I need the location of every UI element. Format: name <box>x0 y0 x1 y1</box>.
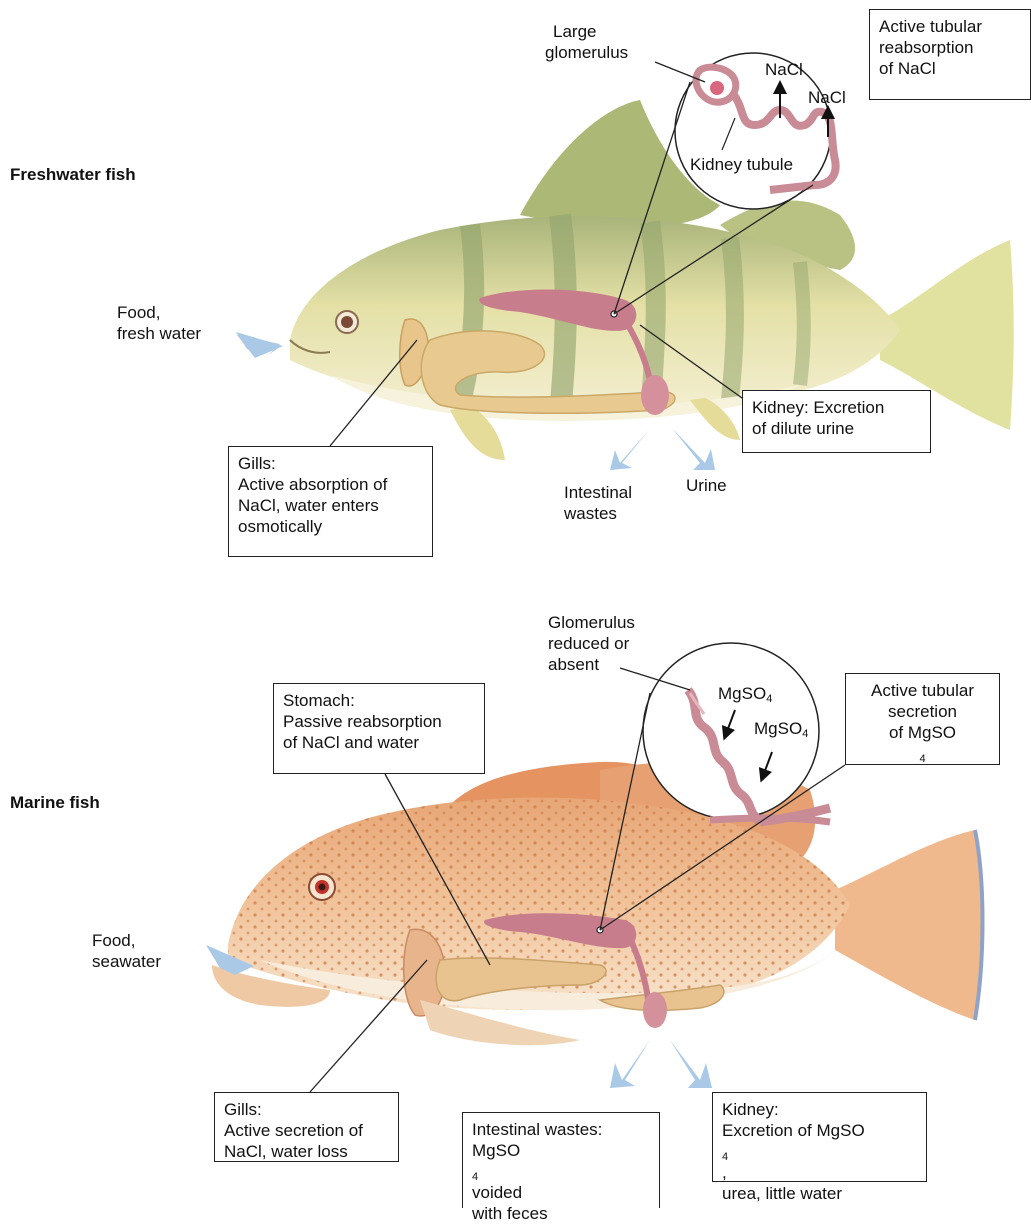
fw-glomerulus-label: Large glomerulus <box>545 21 628 63</box>
m-stomach-box: Stomach: Passive reabsorption of NaCl an… <box>273 683 485 774</box>
fw-int-line-2: wastes <box>564 503 632 524</box>
fw-gills-line-2: Active absorption of <box>238 474 423 495</box>
m-sec-line-2: secretion <box>855 701 990 722</box>
fw-reab-line-3: of NaCl <box>879 58 1021 79</box>
m-food-line-2: seawater <box>92 951 161 972</box>
m-food-line-1: Food, <box>92 930 161 951</box>
fw-gills-line-4: osmotically <box>238 516 423 537</box>
fw-kidney-line-2: of dilute urine <box>752 418 921 439</box>
m-sec-line-3-text: of MgSO <box>855 722 990 743</box>
fw-gills-line-3: NaCl, water enters <box>238 495 423 516</box>
m-stomach-line-3: of NaCl and water <box>283 732 475 753</box>
fw-urine-label: Urine <box>686 475 727 496</box>
m-mgso4-2: MgSO4 <box>754 718 808 739</box>
m-sec-line-1: Active tubular <box>855 680 990 701</box>
m-food-label: Food, seawater <box>92 930 161 972</box>
m-sec-line-3: of MgSO 4 <box>855 722 990 764</box>
m-glomerulus-label: Glomerulus reduced or absent <box>548 612 635 675</box>
m-glom-line-1: Glomerulus <box>548 612 635 633</box>
m-secretion-box: Active tubular secretion of MgSO 4 <box>845 673 1000 765</box>
fw-bladder <box>641 375 669 415</box>
m-mgso4-1: MgSO4 <box>718 683 772 704</box>
m-int-mgso4-text: MgSO <box>472 1140 650 1161</box>
m-mgso4-1-sub: 4 <box>766 693 772 705</box>
m-tail <box>835 830 983 1020</box>
m-bladder <box>643 992 667 1028</box>
fw-reabsorption-box: Active tubular reabsorption of NaCl <box>869 9 1031 100</box>
m-kidney-line-2-comma: , <box>722 1162 917 1183</box>
m-stomach-line-1: Stomach: <box>283 690 475 711</box>
m-mgso4-2-sub: 4 <box>802 728 808 740</box>
m-int-voided: voided <box>472 1182 650 1203</box>
marine-heading: Marine fish <box>10 792 100 813</box>
m-mgso4-1-text: MgSO <box>718 684 766 703</box>
fw-glom-line-1: Large <box>545 21 628 42</box>
m-glom-line-3: absent <box>548 654 635 675</box>
fw-int-line-1: Intestinal <box>564 482 632 503</box>
fw-gills-line-1: Gills: <box>238 453 423 474</box>
m-int-line-1: Intestinal wastes: <box>472 1119 650 1140</box>
freshwater-heading: Freshwater fish <box>10 164 136 185</box>
fw-food-label: Food, fresh water <box>117 302 201 344</box>
marine-fish <box>212 762 983 1045</box>
fw-kidney-line-1: Kidney: Excretion <box>752 397 921 418</box>
fw-nacl-2: NaCl <box>808 87 846 108</box>
m-gills-line-1: Gills: <box>224 1099 389 1120</box>
m-sec-line-3-sub: 4 <box>919 753 925 765</box>
m-gills-box: Gills: Active secretion of NaCl, water l… <box>214 1092 399 1162</box>
fw-reab-line-2: reabsorption <box>879 37 1021 58</box>
fw-reab-line-1: Active tubular <box>879 16 1021 37</box>
fw-food-line-2: fresh water <box>117 323 201 344</box>
m-int-line-3: with feces <box>472 1203 650 1224</box>
m-stomach-line-2: Passive reabsorption <box>283 711 475 732</box>
fw-glom-line-2: glomerulus <box>545 42 628 63</box>
fw-food-line-1: Food, <box>117 302 201 323</box>
fw-intestinal-label: Intestinal wastes <box>564 482 632 524</box>
m-gills-line-2: Active secretion of <box>224 1120 389 1141</box>
fw-gills-box: Gills: Active absorption of NaCl, water … <box>228 446 433 557</box>
m-glom-line-2: reduced or <box>548 633 635 654</box>
m-kidney-line-3: urea, little water <box>722 1183 917 1204</box>
m-gills-line-3: NaCl, water loss <box>224 1141 389 1162</box>
m-kidney-line-1: Kidney: <box>722 1099 917 1120</box>
fw-nacl-1: NaCl <box>765 59 803 80</box>
fw-kidney-box: Kidney: Excretion of dilute urine <box>742 390 931 453</box>
m-kidney-line-2-text: Excretion of MgSO <box>722 1120 917 1141</box>
fw-tubule-label: Kidney tubule <box>690 154 793 175</box>
m-mgso4-2-text: MgSO <box>754 719 802 738</box>
